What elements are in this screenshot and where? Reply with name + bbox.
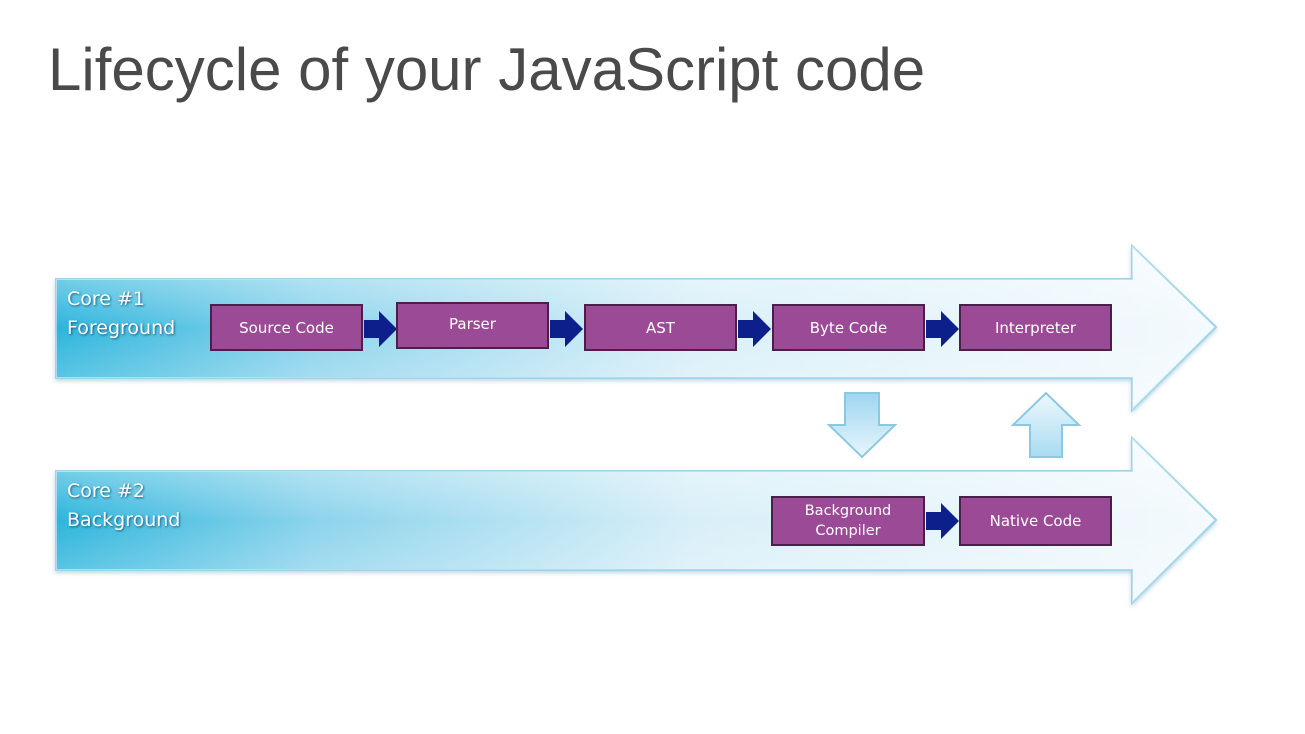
connector-arrow-3 xyxy=(738,311,771,347)
stage-ast: AST xyxy=(584,304,737,351)
stage-interpreter: Interpreter xyxy=(959,304,1112,351)
connector-arrow-1 xyxy=(364,311,397,347)
core1-label-line1: Core #1 xyxy=(67,288,146,310)
down-transfer-arrow xyxy=(826,392,898,459)
connector-arrow-2 xyxy=(550,311,583,347)
connector-arrow-5 xyxy=(926,503,959,539)
stage-background-compiler: Background Compiler xyxy=(771,496,925,546)
stage-background-compiler-line2: Compiler xyxy=(815,523,881,539)
page-title: Lifecycle of your JavaScript code xyxy=(48,36,926,103)
core2-label-line2: Background xyxy=(67,509,181,531)
core1-label-line2: Foreground xyxy=(67,317,176,339)
stage-native-code: Native Code xyxy=(959,496,1112,546)
stage-byte-code: Byte Code xyxy=(772,304,925,351)
core2-band-arrow xyxy=(55,435,1218,606)
core1-label: Core #1 Foreground xyxy=(67,285,175,343)
stage-source-code: Source Code xyxy=(210,304,363,351)
stage-background-compiler-line1: Background xyxy=(804,503,892,519)
connector-arrow-4 xyxy=(926,311,959,347)
up-transfer-arrow xyxy=(1010,391,1082,458)
stage-parser: Parser xyxy=(396,302,549,349)
core2-label-line1: Core #2 xyxy=(67,480,146,502)
core2-label: Core #2 Background xyxy=(67,477,180,535)
